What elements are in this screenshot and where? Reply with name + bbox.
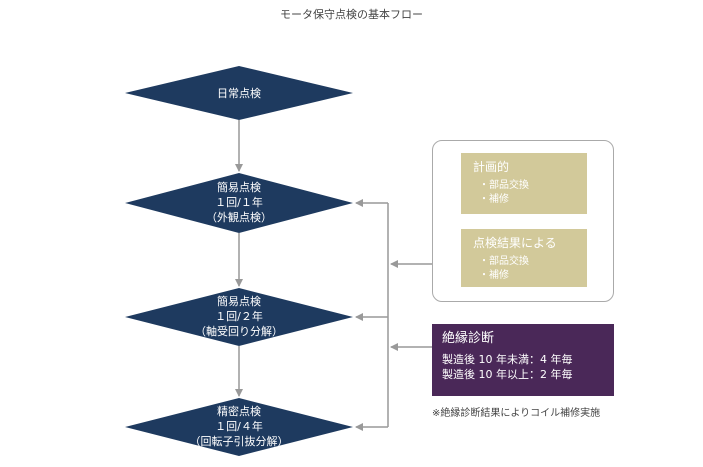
diagram-title: モータ保守点検の基本フロー [280,8,423,21]
planned-item: ・部品交換 [479,180,529,191]
result-based-item: ・部品交換 [479,256,529,267]
flow-step-simple-1-label: 簡易点検 １回/１年 （外観点検） [206,181,272,224]
insulation-heading: 絶縁診断 [442,331,495,346]
flow-step-simple-2-label: 簡易点検 １回/２年 （軸受回り分解） [195,295,283,338]
flow-step-daily-label: 日常点検 [217,87,261,100]
planned-heading: 計画的 [473,160,510,174]
insulation-line: 製造後 10 年以上：2 年毎 [442,368,573,381]
insulation-line: 製造後 10 年未満：4 年毎 [442,353,573,366]
result-based-heading: 点検結果による [473,236,557,250]
result-based-maintenance-box: 点検結果による ・部品交換 ・補修 [461,229,587,287]
flow-step-precise-label: 精密点検 １回/４年 （回転子引抜分解） [189,405,289,448]
insulation-diagnosis-box: 絶縁診断 製造後 10 年未満：4 年毎 製造後 10 年以上：2 年毎 [432,324,614,396]
result-based-item: ・補修 [479,270,509,281]
footnote: ※絶縁診断結果によりコイル補修実施 [432,408,601,419]
flow-diamond-daily [125,66,353,120]
flow-diamond-precise [125,398,353,456]
planned-item: ・補修 [479,194,509,205]
flow-diamond-simple-2 [125,288,353,346]
flow-diamond-simple-1 [125,173,353,233]
planned-maintenance-box: 計画的 ・部品交換 ・補修 [461,153,587,214]
